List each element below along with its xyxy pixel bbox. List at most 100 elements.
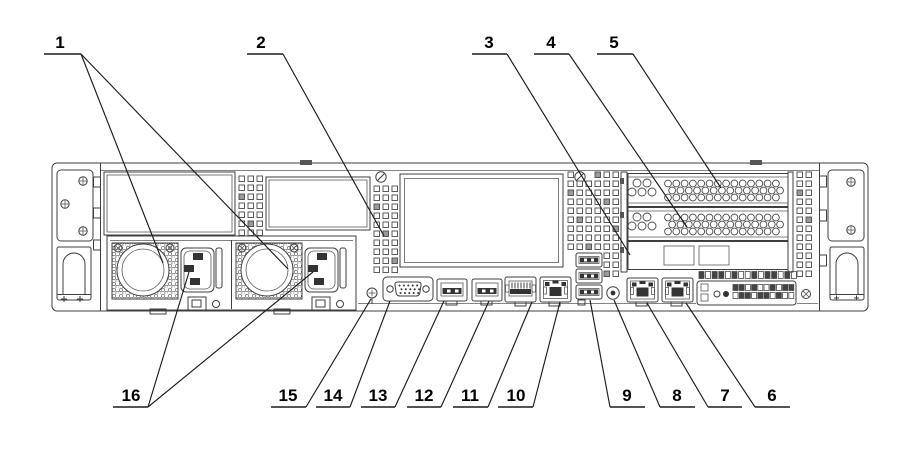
vent-grids <box>238 171 812 277</box>
chassis <box>51 160 869 312</box>
vent-hole <box>576 180 583 187</box>
vent-hole <box>805 234 812 241</box>
indicator-cell <box>751 292 757 299</box>
vent-hole <box>373 257 380 264</box>
vent-hole <box>726 220 735 229</box>
vent-hole <box>391 230 398 237</box>
vent-hole <box>603 171 610 178</box>
vent-hole <box>373 194 380 201</box>
vent-hole <box>637 221 647 231</box>
vent-hole <box>612 243 619 250</box>
plus-mark <box>77 296 83 302</box>
uid-button <box>606 286 620 300</box>
vent-hole <box>373 239 380 246</box>
vent-hole <box>805 171 812 178</box>
vent-hole <box>734 186 743 195</box>
leader-line-ethernet-port-2 <box>532 301 561 408</box>
vent-hole <box>796 252 803 259</box>
vent-hole <box>776 220 784 229</box>
vent-hole <box>722 179 730 188</box>
vent-hole <box>796 225 803 232</box>
vent-hole <box>672 193 681 202</box>
vent-hole <box>391 203 398 210</box>
vent-hole <box>256 184 263 191</box>
slot-perforations <box>627 178 784 236</box>
vent-hole <box>713 227 722 236</box>
vga-pin <box>398 284 401 287</box>
vent-hole <box>603 261 610 268</box>
top-notch <box>300 160 312 165</box>
vent-hole <box>738 227 747 236</box>
screw-icon <box>78 226 88 236</box>
vent-hole <box>603 225 610 232</box>
indicator-cell <box>782 284 788 291</box>
vent-hole <box>603 198 610 205</box>
grounding-screw <box>366 287 378 304</box>
leader-line-power-inlets <box>147 271 190 408</box>
indicator-cell <box>757 292 764 299</box>
indicator-cell <box>745 284 751 291</box>
vent-hole <box>382 239 389 246</box>
vga-port <box>382 276 434 302</box>
vent-hole <box>676 220 685 229</box>
callout-number-expansion-slot-2-blank: 4 <box>546 33 556 52</box>
vent-hole <box>612 234 619 241</box>
psu1-handle <box>215 247 223 289</box>
vent-hole <box>718 220 726 229</box>
vent-hole <box>247 193 254 200</box>
vent-hole <box>594 189 601 196</box>
vent-hole <box>722 213 730 222</box>
vga-pin <box>407 284 410 287</box>
indicator-cell <box>769 292 776 299</box>
vent-hole <box>603 252 610 259</box>
sfp-port-2 <box>471 278 503 306</box>
vent-hole <box>689 213 697 222</box>
right-rack-ear <box>819 169 865 301</box>
vent-hole <box>730 227 739 236</box>
vent-hole <box>805 243 812 250</box>
vent-hole <box>585 198 592 205</box>
vent-hole <box>576 225 583 232</box>
vent-hole <box>238 193 245 200</box>
vent-hole <box>805 225 812 232</box>
leader-line-sfp-port-1 <box>394 300 445 408</box>
vent-hole <box>256 202 263 209</box>
vent-hole <box>742 220 751 229</box>
screw-icon <box>237 243 247 253</box>
indicator-cell <box>757 284 764 291</box>
hinge-tab <box>93 176 101 188</box>
vent-hole <box>705 213 714 222</box>
vent-hole <box>742 186 751 195</box>
indicator-cell <box>738 284 745 291</box>
ear-handle <box>829 246 865 301</box>
psu2-handle <box>339 247 347 289</box>
vent-hole <box>647 221 657 231</box>
vent-hole <box>594 207 601 214</box>
vent-hole <box>722 227 730 236</box>
leader-line-vga-port <box>349 300 391 408</box>
callout-number-ethernet-port-2: 10 <box>507 386 526 405</box>
vent-hole <box>713 213 722 222</box>
vent-hole <box>767 186 776 195</box>
psu-foot <box>273 308 291 315</box>
vga-pin <box>416 284 419 287</box>
vent-hole <box>701 220 710 229</box>
vga-pin <box>412 292 415 294</box>
vga-pin <box>403 292 406 294</box>
leader-line-chassis-vent-panel <box>282 53 385 237</box>
vent-hole <box>391 185 398 192</box>
vent-hole <box>805 270 812 277</box>
leader-line-expansion-slot-3-blank <box>506 53 631 256</box>
vent-hole <box>738 193 747 202</box>
ear-handle <box>56 246 92 301</box>
indicator-cell <box>732 292 739 299</box>
vent-hole <box>603 189 610 196</box>
dip-cell <box>777 271 784 279</box>
callout-number-sfp-port-2: 12 <box>415 386 434 405</box>
leader-line-ethernet-port-4 <box>685 302 756 408</box>
vent-hole <box>664 179 672 188</box>
vent-hole <box>585 225 592 232</box>
vent-hole <box>772 213 780 222</box>
vent-hole <box>594 243 601 250</box>
